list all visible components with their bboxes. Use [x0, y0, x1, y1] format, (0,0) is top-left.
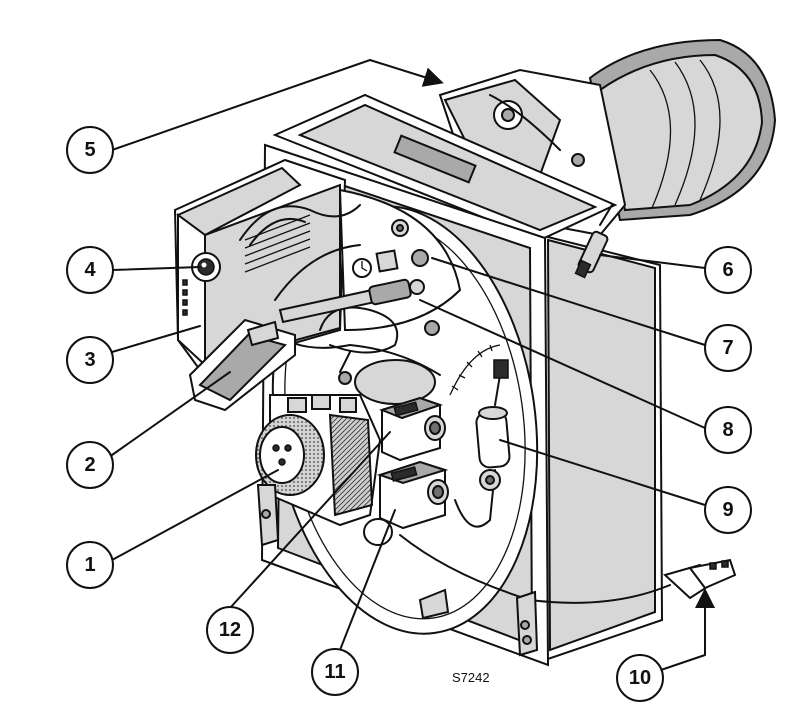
callout-8-label: 8 [722, 419, 733, 441]
pump-drive [354, 359, 436, 405]
bottom-bracket [418, 588, 450, 620]
callout-2: 2 [66, 441, 114, 489]
callout-6-label: 6 [722, 259, 733, 281]
callout-10-label: 10 [629, 667, 651, 689]
pump-connector [255, 414, 325, 547]
photocell [475, 359, 511, 491]
callout-9: 9 [704, 486, 752, 534]
callout-2-label: 2 [84, 454, 95, 476]
callout-8: 8 [704, 406, 752, 454]
indicator-strip [182, 279, 188, 316]
callout-11-label: 11 [324, 661, 345, 683]
callout-10: 10 [616, 654, 664, 702]
callout-7: 7 [704, 324, 752, 372]
callout-1-label: 1 [84, 554, 95, 576]
air-scale [449, 344, 501, 396]
callout-1: 1 [66, 541, 114, 589]
callout-3-label: 3 [84, 349, 95, 371]
leader-lines [111, 59, 715, 673]
motor [588, 38, 777, 222]
callout-7-label: 7 [722, 337, 733, 359]
solenoid-valve-2 [363, 460, 449, 546]
sensor-cable [574, 204, 613, 279]
callout-6: 6 [704, 246, 752, 294]
control-box [173, 158, 347, 372]
callout-5: 5 [66, 126, 114, 174]
callout-5-label: 5 [84, 139, 95, 161]
solenoid-valve-1 [379, 396, 446, 462]
oil-line [454, 469, 496, 528]
callout-11: 11 [311, 648, 359, 696]
figure-code: S7242 [452, 670, 490, 685]
callout-4-label: 4 [84, 259, 96, 281]
callout-12-label: 12 [219, 619, 241, 641]
callout-3: 3 [66, 336, 114, 384]
callout-9-label: 9 [722, 499, 733, 521]
callout-12: 12 [206, 606, 254, 654]
callout-4: 4 [66, 246, 114, 294]
callouts: 1 2 3 4 5 6 7 8 [66, 126, 752, 702]
ignition-electrode [278, 278, 425, 324]
cover-latch [188, 318, 296, 412]
plug-connector [399, 534, 737, 657]
